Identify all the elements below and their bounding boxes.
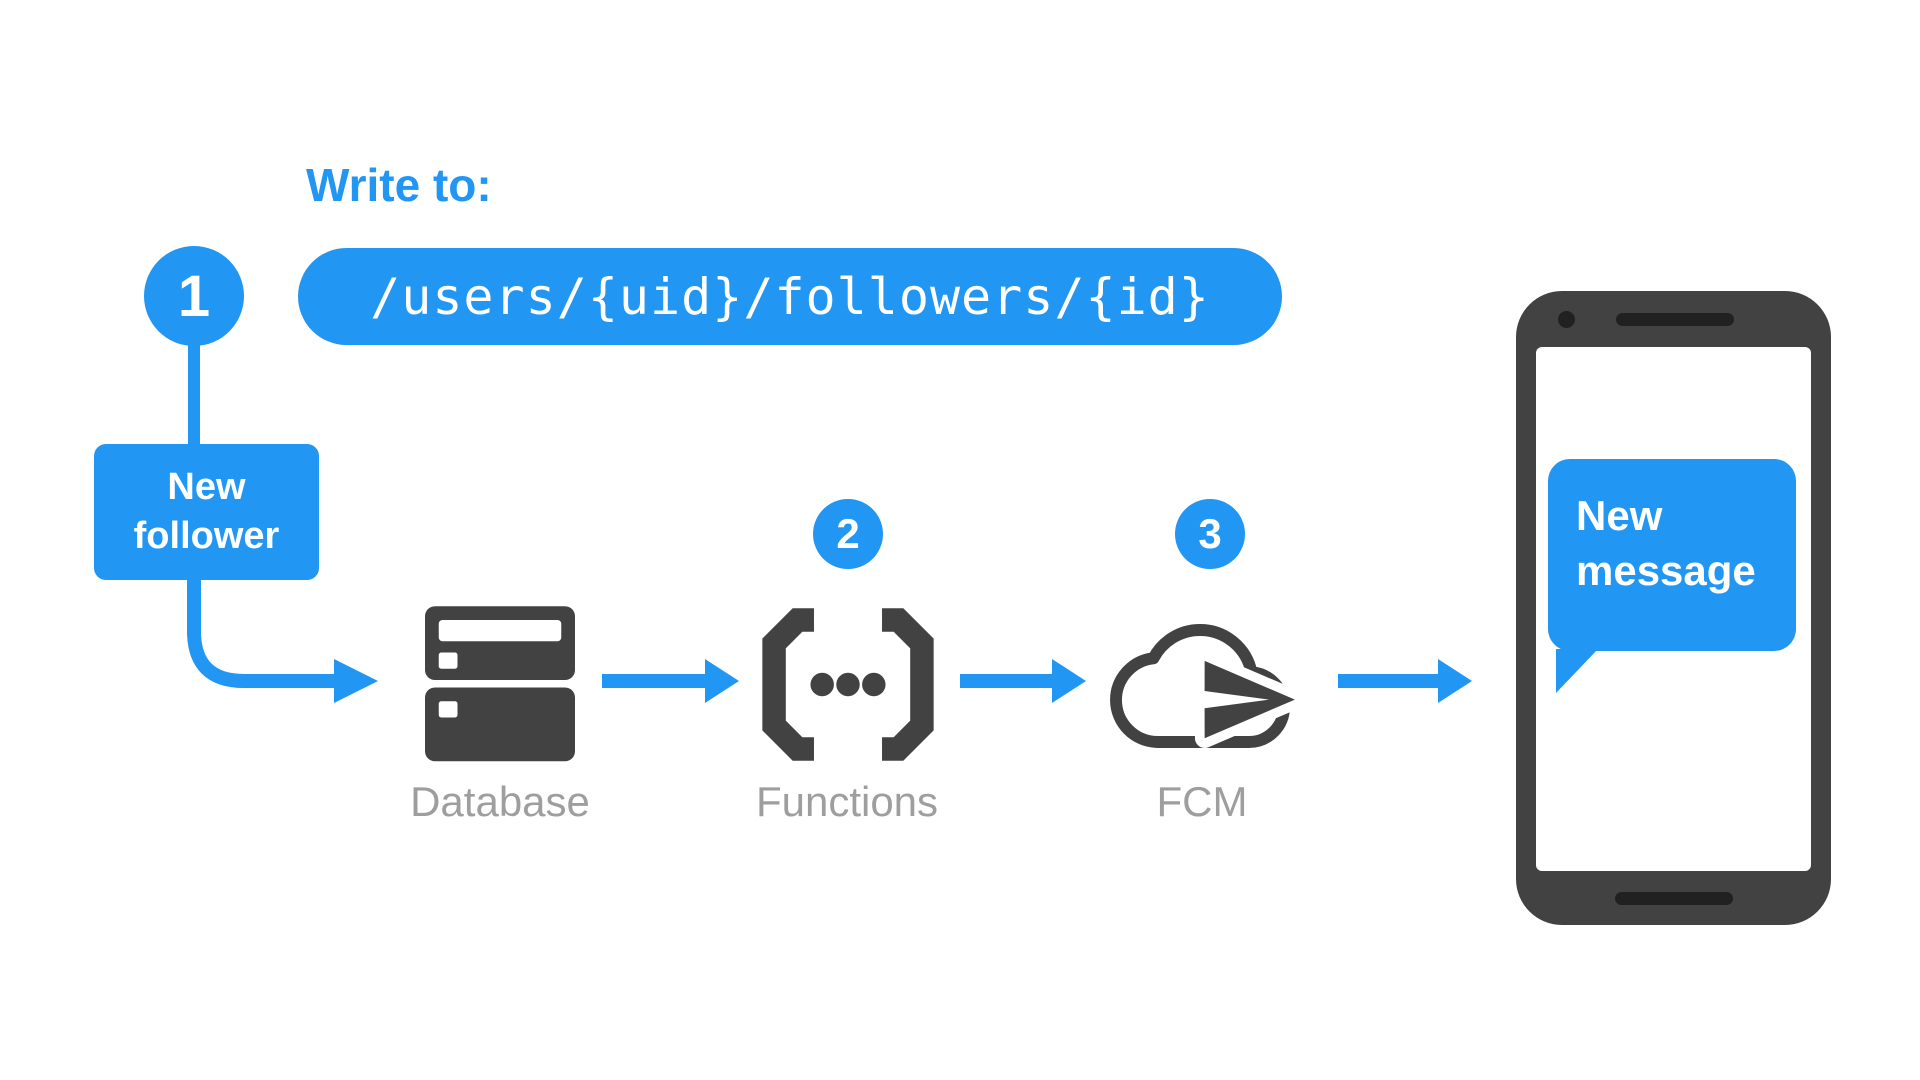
fcm-to-phone-arrow (1338, 659, 1472, 703)
db-path-text: /users/{uid}/followers/{id} (370, 267, 1210, 326)
arrow-head (1052, 659, 1086, 703)
arrow-shaft (960, 674, 1052, 688)
step-1-number: 1 (177, 263, 211, 329)
fcm-label: FCM (1156, 778, 1248, 825)
database-icon (425, 606, 575, 762)
smartphone-icon: New message (1516, 291, 1831, 925)
arrow-shaft (1338, 674, 1438, 688)
step-3-number: 3 (1198, 510, 1222, 557)
functions-icon (762, 608, 934, 761)
functions-to-fcm-arrow (960, 659, 1086, 703)
functions-label: Functions (755, 778, 939, 825)
write-to-label: Write to: (306, 159, 492, 211)
step-2-badge: 2 (813, 499, 883, 569)
step1-to-follower-connector (188, 344, 200, 446)
arrow-head (1438, 659, 1472, 703)
phone-home-bar (1615, 892, 1733, 905)
db-path-pill: /users/{uid}/followers/{id} (298, 248, 1282, 345)
arrow-head (705, 659, 739, 703)
step-2-number: 2 (836, 510, 860, 557)
arrow-shaft (602, 674, 705, 688)
phone-camera-dot (1558, 311, 1575, 328)
phone-screen: New message (1536, 347, 1811, 871)
step-3-badge: 3 (1175, 499, 1245, 569)
fcm-icon (1110, 624, 1305, 748)
phone-speaker-bar (1616, 313, 1734, 326)
database-label: Database (410, 778, 590, 825)
database-to-functions-arrow (602, 659, 739, 703)
new-message-bubble: New message (1548, 459, 1796, 693)
new-follower-node: New follower (94, 444, 319, 580)
step-1-badge: 1 (144, 246, 244, 346)
